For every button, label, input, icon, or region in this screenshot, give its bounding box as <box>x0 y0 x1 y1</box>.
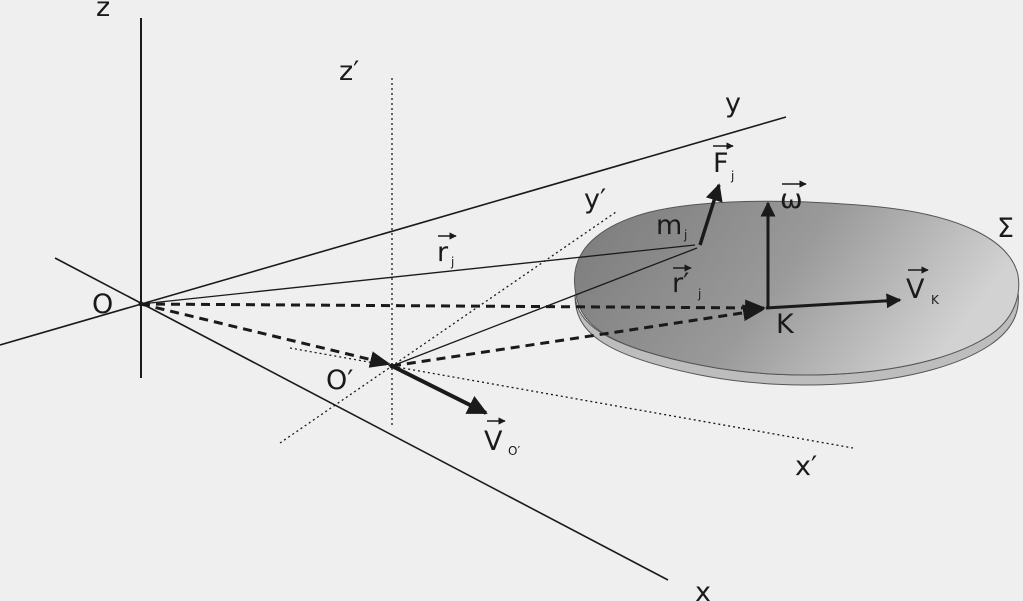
x-prime-axis-label: x′ <box>795 451 817 482</box>
r-j-label: r <box>437 237 449 268</box>
rigid-body <box>573 200 1020 376</box>
force-subscript: j <box>730 169 734 183</box>
origin-o-prime-point <box>389 363 395 369</box>
origin-o-point <box>138 301 144 307</box>
v-o-prime-vector <box>391 364 488 415</box>
r-j-subscript: j <box>450 255 454 269</box>
y-axis <box>0 116 787 346</box>
x-axis-label: x <box>695 577 711 601</box>
v-k-subscript: K <box>931 293 940 307</box>
o-prime-to-k-vector <box>391 304 765 368</box>
v-o-prime-subscript: O′ <box>508 444 520 458</box>
f-j-vector <box>698 183 723 246</box>
z-axis-label: z <box>96 0 110 23</box>
r-j-vector <box>140 244 696 305</box>
mass-label: m <box>656 210 682 241</box>
x-axis <box>54 257 669 581</box>
z-prime-axis-label: z′ <box>339 56 359 87</box>
origin-o-prime-label: O′ <box>326 365 353 396</box>
v-k-vector <box>765 293 902 310</box>
v-k-label: V <box>906 274 925 305</box>
force-label: F <box>713 148 729 179</box>
y-prime-axis-label: y′ <box>584 184 606 215</box>
y-axis-label: y <box>725 88 741 119</box>
mass-subscript: j <box>683 228 687 242</box>
o-to-o-prime-vector <box>140 302 392 368</box>
rigid-body-label: Σ <box>997 213 1014 244</box>
v-o-prime-label: V <box>484 426 503 457</box>
origin-o-label: O <box>92 289 113 320</box>
k-point-label: K <box>776 309 795 340</box>
omega-label: ω <box>780 184 803 215</box>
vector-notation-arrows <box>438 142 929 425</box>
r-prime-j-vector <box>391 247 698 367</box>
r-prime-j-label: r′ <box>672 268 689 299</box>
r-prime-j-subscript: j <box>697 287 701 301</box>
